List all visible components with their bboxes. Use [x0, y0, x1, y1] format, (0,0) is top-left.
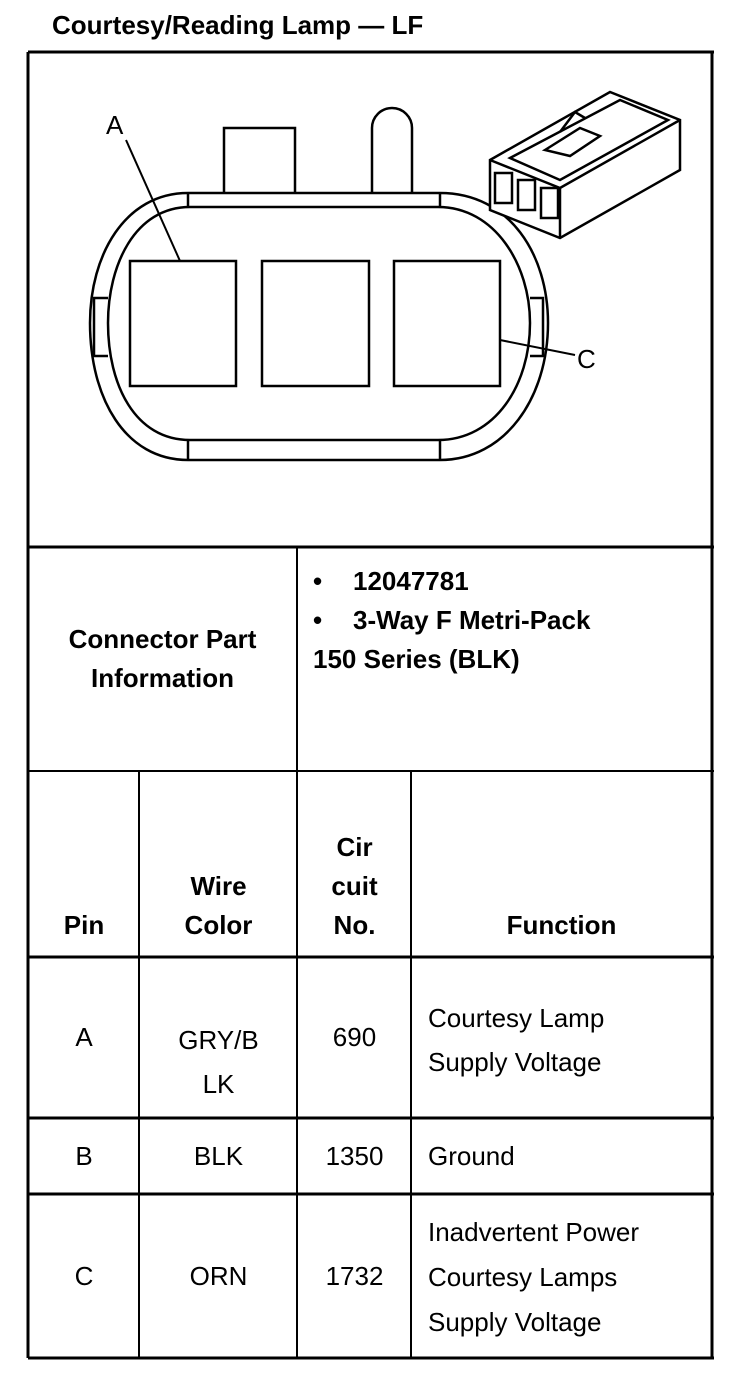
row-c-pin: C — [74, 1260, 94, 1291]
row-a-wire-color: GRY/B LK — [178, 1025, 259, 1099]
part-number-item: • 12047781 — [313, 562, 703, 601]
row-a-function: Courtesy Lamp Supply Voltage — [428, 1003, 605, 1077]
row-a-circuit: 690 — [332, 1022, 377, 1052]
label-a: A — [106, 110, 124, 140]
connector-series: 150 Series (BLK) — [313, 644, 520, 674]
row-b-circuit: 1350 — [325, 1141, 384, 1171]
row-b-wire-color: BLK — [193, 1141, 244, 1171]
bullet-glyph: • — [313, 605, 323, 635]
description-item: • 3-Way F Metri-Pack — [313, 601, 703, 640]
header-circuit-no: Cir cuit No. — [331, 832, 378, 940]
row-b-pin: B — [75, 1141, 93, 1171]
label-c: C — [577, 344, 596, 374]
connector-part-header: Connector Part Information — [68, 624, 257, 693]
header-wire-color: Wire Color — [184, 871, 253, 940]
row-c-circuit: 1732 — [325, 1260, 384, 1291]
connector-part-info: • 12047781 • 3-Way F Metri-Pack 150 Seri… — [313, 562, 703, 679]
page-title: Courtesy/Reading Lamp — LF — [52, 10, 424, 40]
row-a-pin: A — [75, 1022, 93, 1052]
row-b-function: Ground — [428, 1141, 515, 1171]
header-function: Function — [506, 910, 617, 940]
connector-face — [88, 106, 550, 462]
header-pin: Pin — [63, 910, 105, 940]
bullet-glyph: • — [313, 566, 323, 596]
row-c-wire-color: ORN — [189, 1260, 248, 1291]
connector-description: 3-Way F Metri-Pack — [353, 605, 591, 635]
part-number: 12047781 — [353, 566, 469, 596]
row-c-function: Inadvertent Power Courtesy Lamps Supply … — [428, 1217, 640, 1337]
connector-3d-sketch — [488, 90, 682, 240]
